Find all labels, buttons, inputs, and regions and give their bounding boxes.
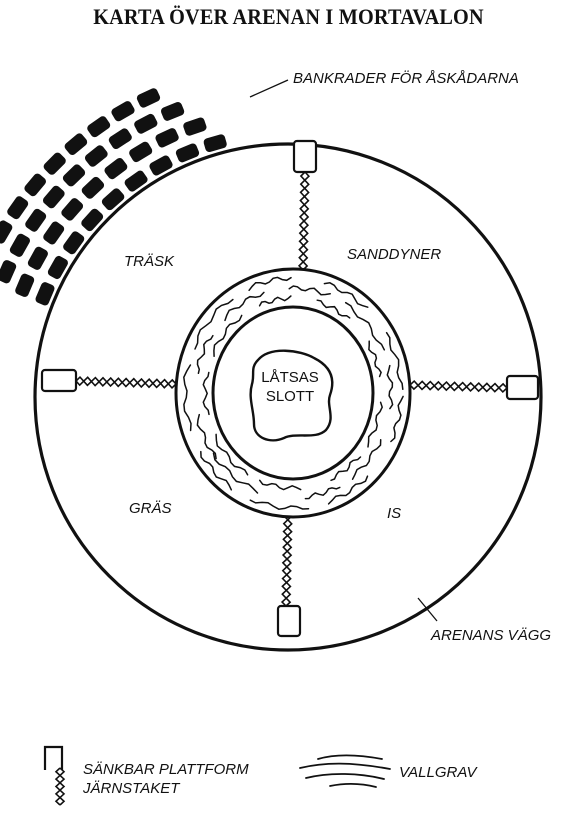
platform-north [292,139,318,174]
legend-fence-label: JÄRNSTAKET [83,780,180,797]
moat-wave [212,452,259,494]
seat-block [155,128,179,148]
moat-wave [386,364,394,410]
moat-wave [351,439,382,480]
fence-chain [54,767,66,806]
iron-fences [75,171,508,607]
seat-block [81,208,104,232]
moat-wave [200,450,233,491]
spectator-seats [0,88,227,306]
moat-wave [202,371,210,416]
wall-label: ARENANS VÄGG [431,627,552,644]
fence-chain [75,376,177,390]
seat-block [101,188,125,211]
moat-wave [258,479,302,491]
moat-wave [215,433,249,476]
moat-wave [367,401,384,448]
moat-wave [368,340,382,378]
moat-wave [344,301,386,351]
seat-block [25,208,47,232]
fence-chain [54,767,66,806]
legend-fence-icon [54,767,66,806]
seat-block [81,176,105,199]
seat-block [43,221,65,245]
moat-wave [288,285,331,296]
moat-wave [327,475,369,505]
seat-block [129,141,153,163]
seat-block [35,282,55,306]
moat-wave [385,331,404,391]
moat-wave [196,334,214,375]
wall-leader-line [417,597,438,622]
moat-wave [183,364,192,432]
seat-block [15,273,35,297]
seat-block [183,117,207,136]
castle-label-line-1: LÅTSAS [261,369,319,386]
castle-label-line-2: SLOTT [265,388,315,405]
platform-south [276,604,302,638]
moat-wave [390,395,404,443]
moat-wave [196,413,217,460]
moat-wave [249,499,310,510]
moat-wave [330,456,362,482]
moat-wave [258,295,292,307]
seat-block [0,220,13,244]
seat-block [203,134,227,153]
ice-label: IS [387,505,402,522]
map-title: KARTA ÖVER ARENAN I MORTAVALON [93,4,484,29]
seat-block [0,260,17,284]
seat-block [111,101,135,122]
moat-wave [316,299,351,319]
fence-chain [280,511,294,607]
moat-wave [248,276,292,292]
moat-wave [304,486,341,500]
seat-block [9,233,30,257]
seats-leader-line [249,79,289,98]
seat-block [62,164,86,187]
moat-wave [224,291,265,322]
seat-block [108,128,132,150]
platform-east [505,374,540,401]
platform-west [40,368,78,393]
seat-block [175,143,200,163]
seat-block [64,133,88,155]
fence-chain [409,379,508,394]
seats-label: BANKRADER FÖR ÅSKÅDARNA [293,70,519,87]
legend-platform-label: SÄNKBAR PLATTFORM [83,761,249,778]
pretend-castle [249,349,334,442]
arena-wall [33,142,543,652]
moat-wave [323,282,369,308]
seat-block [43,152,66,175]
fence-chain [297,171,311,271]
seat-block [160,101,185,121]
legend-platform-icon [43,745,64,770]
moat-wave [194,298,234,350]
seat-block [87,116,111,138]
dunes-label: SANDDYNER [347,246,442,263]
seat-block [134,113,158,134]
seat-block [136,88,161,108]
castle-label: LÅTSAS SLOTT [250,368,330,406]
seat-block [104,157,128,180]
grass-label: GRÄS [129,500,172,517]
moat-wave [213,314,243,358]
seat-block [124,170,148,192]
seat-block [84,145,108,167]
legend-moat-icon [299,754,391,788]
seat-block [47,255,68,280]
seat-block [42,185,65,209]
seat-block [7,196,29,220]
swamp-label: TRÄSK [124,253,175,270]
fence-chain [75,375,177,389]
seat-block [63,231,85,255]
seat-block [24,173,46,197]
seat-block [61,198,84,221]
legend-moat-label: VALLGRAV [399,764,477,781]
seat-block [27,246,48,270]
seat-block [149,155,173,176]
